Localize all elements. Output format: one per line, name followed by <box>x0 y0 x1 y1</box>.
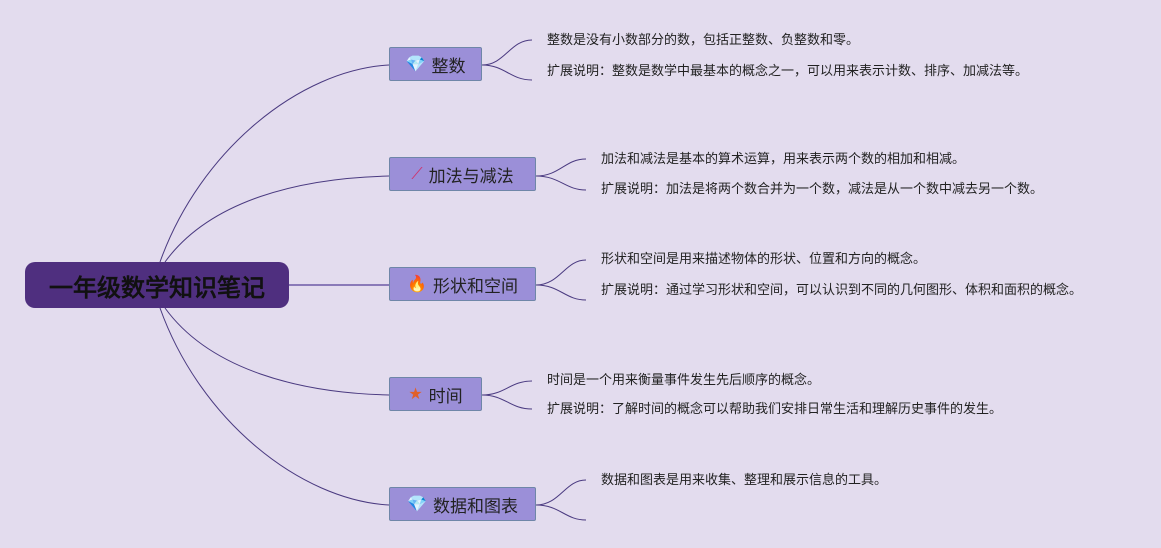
topic-shape-space[interactable]: 🔥 形状和空间 <box>389 267 536 301</box>
topic-integers[interactable]: 💎 整数 <box>389 47 482 81</box>
topic-label: 时间 <box>428 386 463 407</box>
topic-label: 整数 <box>431 56 466 77</box>
flame-icon: 🔥 <box>407 274 427 293</box>
leaf-text[interactable]: 形状和空间是用来描述物体的形状、位置和方向的概念。 <box>601 252 927 267</box>
leaf-text[interactable]: 扩展说明：加法是将两个数合并为一个数，减法是从一个数中减去另一个数。 <box>601 182 1044 197</box>
leaf-text[interactable]: 整数是没有小数部分的数，包括正整数、负整数和零。 <box>547 33 860 48</box>
leaf-text[interactable]: 数据和图表是用来收集、整理和展示信息的工具。 <box>601 473 888 488</box>
leaf-text[interactable]: 时间是一个用来衡量事件发生先后顺序的概念。 <box>547 373 821 388</box>
root-title: 一年级数学知识笔记 <box>49 273 265 302</box>
root-topic[interactable]: 一年级数学知识笔记 <box>25 262 289 308</box>
topic-label: 加法与减法 <box>428 166 514 187</box>
star-icon: ★ <box>408 384 423 403</box>
leaf-text[interactable]: 扩展说明：通过学习形状和空间，可以认识到不同的几何图形、体积和面积的概念。 <box>601 283 1083 298</box>
leaf-text[interactable]: 加法和减法是基本的算术运算，用来表示两个数的相加和相减。 <box>601 152 966 167</box>
topic-time[interactable]: ★ 时间 <box>389 377 482 411</box>
magic-wand-icon: ⟋ <box>411 164 423 183</box>
topic-data-charts[interactable]: 💎 数据和图表 <box>389 487 536 521</box>
topic-addition-subtraction[interactable]: ⟋ 加法与减法 <box>389 157 536 191</box>
topic-label: 形状和空间 <box>432 276 518 297</box>
gem-icon: 💎 <box>405 54 426 73</box>
topic-label: 数据和图表 <box>432 496 518 517</box>
leaf-text[interactable]: 扩展说明：了解时间的概念可以帮助我们安排日常生活和理解历史事件的发生。 <box>547 402 1003 417</box>
gem-icon: 💎 <box>407 494 427 513</box>
leaf-text[interactable]: 扩展说明：整数是数学中最基本的概念之一，可以用来表示计数、排序、加减法等。 <box>547 64 1029 79</box>
